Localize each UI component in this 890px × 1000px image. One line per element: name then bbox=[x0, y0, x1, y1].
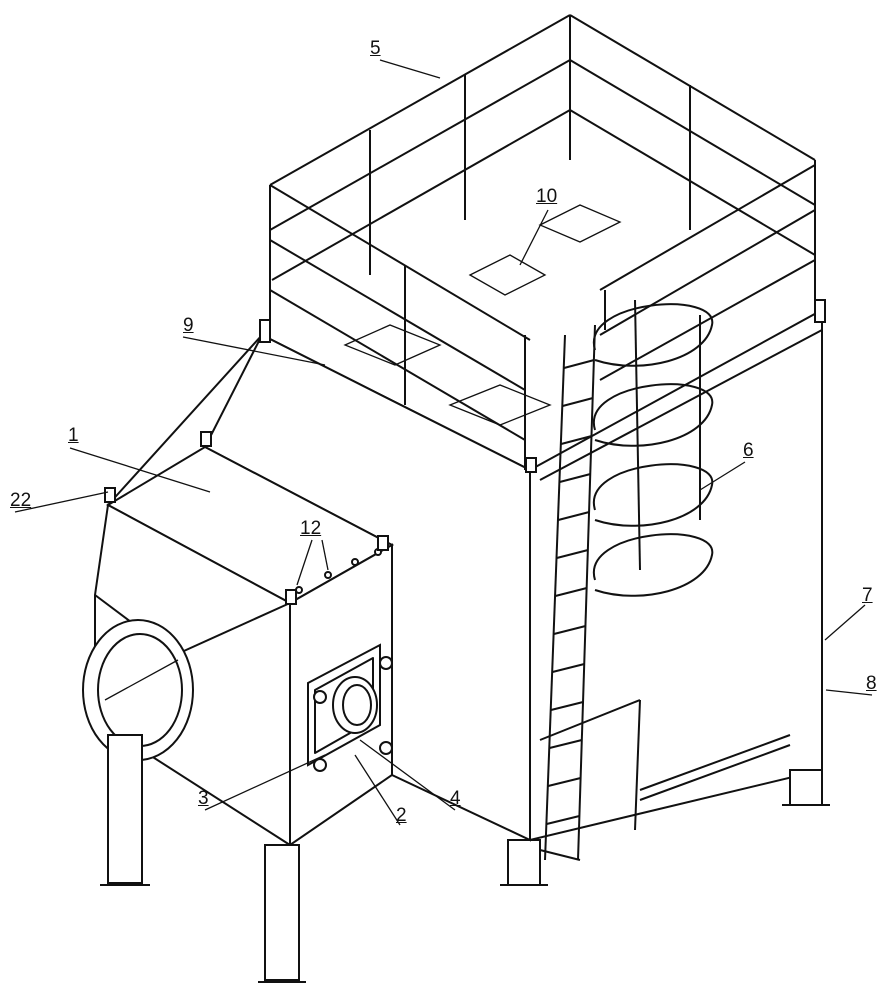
label-10: 10 bbox=[536, 186, 557, 208]
label-9: 9 bbox=[183, 315, 194, 337]
ladder-rung bbox=[564, 360, 594, 368]
ladder-rung bbox=[563, 398, 593, 406]
label-12: 12 bbox=[300, 518, 321, 540]
label-3: 3 bbox=[198, 788, 209, 810]
label-4: 4 bbox=[450, 788, 461, 810]
label-22: 22 bbox=[10, 490, 31, 512]
label-2: 2 bbox=[396, 805, 407, 827]
label-7: 7 bbox=[862, 585, 873, 607]
platform-hatches bbox=[345, 205, 620, 425]
label-8: 8 bbox=[866, 673, 877, 695]
cage-hoop bbox=[594, 304, 712, 366]
label-5: 5 bbox=[370, 38, 381, 60]
label-6: 6 bbox=[743, 440, 754, 462]
label-1: 1 bbox=[68, 425, 79, 447]
